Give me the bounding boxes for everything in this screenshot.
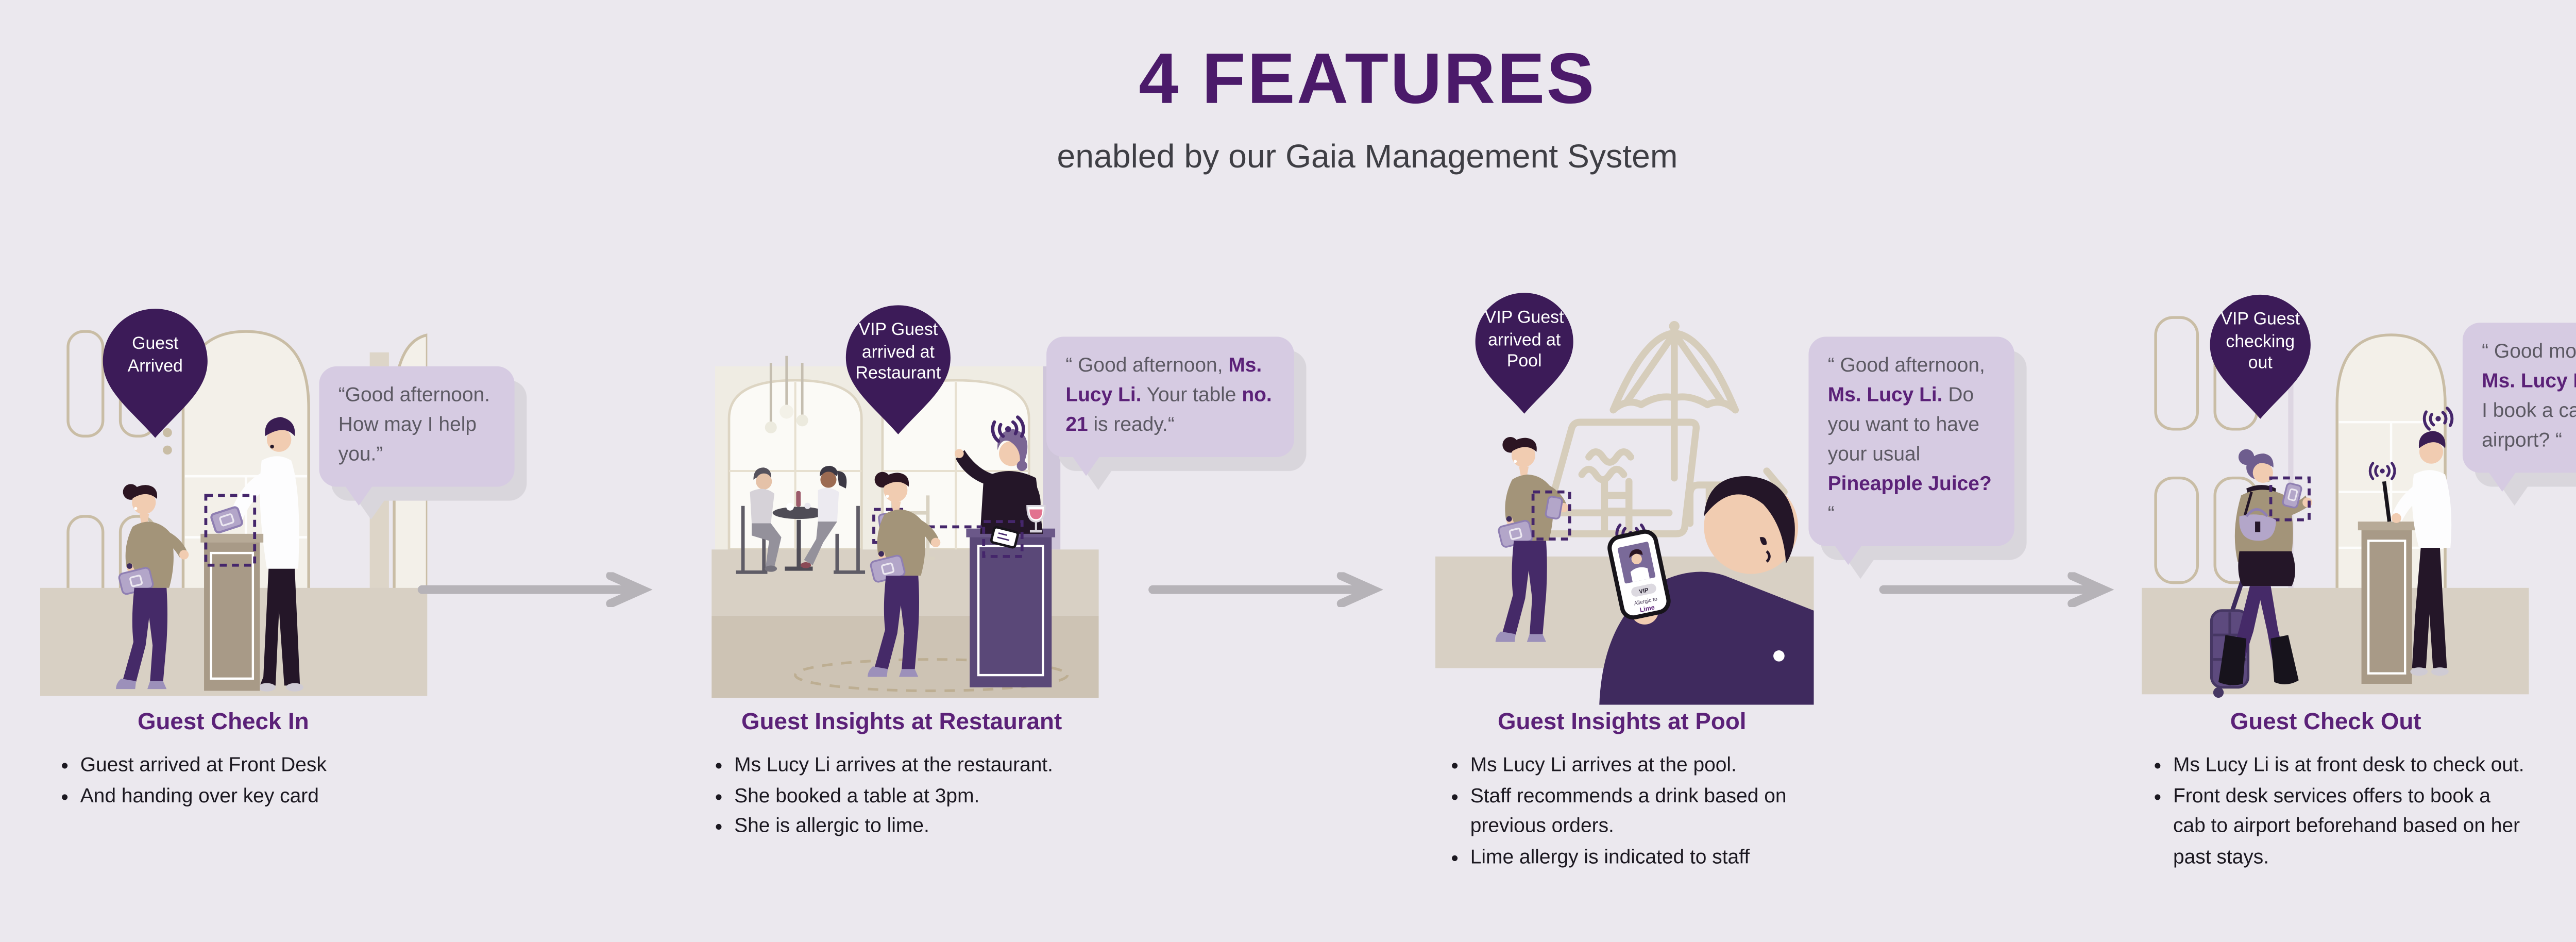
speech-bubble-pool: “ Good afternoon, Ms. Lucy Li. Do you wa… [1808,337,2014,546]
pin-line: Arrived [127,357,183,376]
pin-line: arrived at [861,343,935,362]
phone-guest-name: Ms Li [1625,535,1638,544]
pin-line: VIP Guest [2221,310,2300,330]
panel-title-check-out: Guest Check Out [2230,708,2421,735]
bullet-item: Guest arrived at Front Desk [59,752,408,782]
flow-arrow-icon [1879,572,2114,608]
pin-line: out [2248,354,2273,374]
bullet-item: And handing over key card [59,782,408,813]
pin-line: Guest [132,334,179,355]
location-pin-check-out: VIP Guest checking out [2206,291,2314,422]
bubble-text-highlight: no. 21 [1065,385,1272,436]
pin-label: VIP Guest checking out [2206,311,2314,376]
bubble-text-highlight: Ms. Lucy Li. [2482,372,2576,393]
illustration-pool: Ms Li VIP Allergic to Lime [1435,321,1814,705]
bubble-text: “ Good morning, [2482,342,2576,363]
bubble-text: May I book a cab to the airport? “ [2482,401,2576,452]
page-subtitle: enabled by our Gaia Management System [1057,139,1678,176]
location-pin-pool: VIP Guest arrived at Pool [1472,290,1577,417]
pin-line: VIP Guest [858,321,938,341]
bubble-text-highlight: Pineapple Juice? [1827,474,1992,496]
pin-shape-icon [2210,294,2311,419]
flow-arrow-icon [1148,572,1383,608]
bullet-item: Ms Lucy Li arrives at the pool. [1449,752,1798,782]
page-title: 4 FEATURES [1139,38,1596,119]
pin-shape-icon [1475,293,1573,414]
bubble-text: “ [1827,504,1835,525]
bubble-text: “ Good afternoon, [1827,356,1985,377]
bullet-item: Ms Lucy Li is at front desk to check out… [2152,752,2527,782]
panel-title-check-in: Guest Check In [137,708,309,735]
pin-shape-icon [845,305,951,434]
bubble-text: “Good afternoon. How may I help you.” [338,385,490,466]
panel-title-restaurant: Guest Insights at Restaurant [741,708,1062,735]
bullet-list-pool: Ms Lucy Li arrives at the pool. Staff re… [1449,752,1798,874]
pin-shape-icon [103,309,208,438]
speech-bubble-check-in: “Good afternoon. How may I help you.” [319,366,515,487]
phone-allergy-value: Lime [1639,603,1655,614]
bullet-item: She is allergic to lime. [714,813,1080,844]
pin-line: arrived at [1488,330,1561,350]
bullet-item: She booked a table at 3pm. [714,782,1080,813]
bubble-text: Your table [1141,385,1242,407]
bullet-item: Lime allergy is indicated to staff [1449,844,1798,874]
pin-label: Guest Arrived [99,335,211,379]
bubble-text: Do you want to have your usual [1827,385,1980,466]
pin-line: Pool [1506,352,1542,372]
speech-bubble-check-out: “ Good morning, Ms. Lucy Li. May I book … [2462,323,2576,473]
bullet-list-check-in: Guest arrived at Front Desk And handing … [59,752,408,813]
illustration-guest-check-out [2142,310,2529,698]
bubble-text-highlight: Ms. Lucy Li. [1827,385,1943,407]
bubble-text: is ready.“ [1088,415,1175,436]
phone-vip-badge: VIP [1638,587,1649,595]
pin-line: Restaurant [855,364,941,384]
bubble-text-highlight: Ms. Lucy Li. [1065,356,1262,407]
bullet-item: Staff recommends a drink based on previo… [1449,782,1798,843]
bubble-text: “ Good afternoon, [1065,356,1229,377]
speech-bubble-restaurant: “ Good afternoon, Ms. Lucy Li. Your tabl… [1046,337,1294,457]
location-pin-restaurant: VIP Guest arrived at Restaurant [842,302,954,438]
pin-label: VIP Guest arrived at Restaurant [842,321,954,386]
bullet-list-restaurant: Ms Lucy Li arrives at the restaurant. Sh… [714,752,1080,844]
pin-label: VIP Guest arrived at Pool [1472,309,1577,374]
pin-line: checking [2226,332,2295,352]
bullet-item: Ms Lucy Li arrives at the restaurant. [714,752,1080,782]
pin-line: VIP Guest [1484,309,1564,328]
bullet-item: Front desk services offers to book a cab… [2152,782,2527,874]
location-pin-guest-arrived: Guest Arrived [99,305,211,441]
flow-arrow-icon [417,572,653,608]
panel-title-pool: Guest Insights at Pool [1497,708,1747,735]
bullet-list-check-out: Ms Lucy Li is at front desk to check out… [2152,752,2527,874]
